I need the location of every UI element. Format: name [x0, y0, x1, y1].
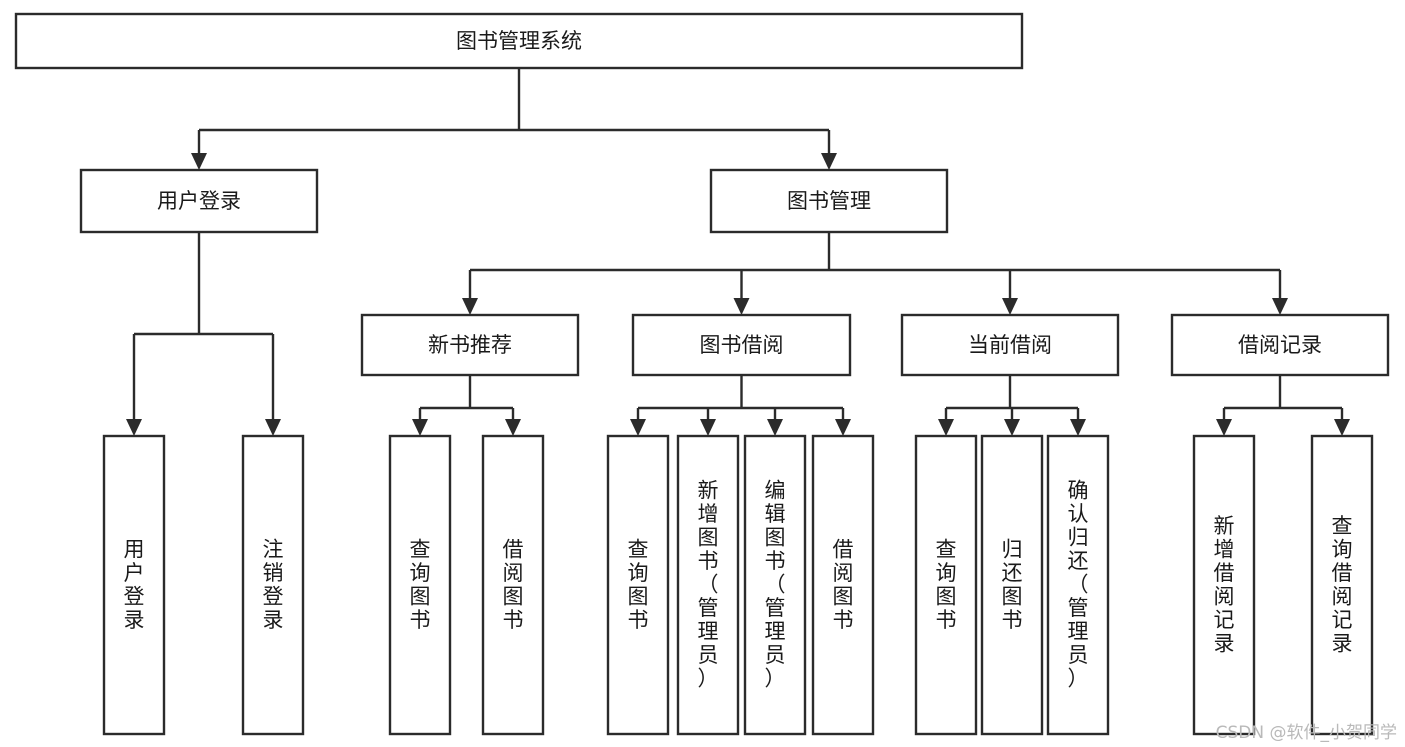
node-box-query-book-recommend [388, 434, 452, 736]
node-label-borrow-book-recommend: 借阅图书 [503, 537, 524, 632]
node-box-book-borrow [631, 313, 852, 377]
node-label-borrow-record: 借阅记录 [1238, 333, 1322, 357]
node-book-borrow[interactable]: 图书借阅 [631, 313, 852, 377]
book-management-branch-1-arrowhead [733, 298, 750, 315]
book-borrow-branch-0-arrowhead [630, 419, 646, 436]
node-label-current-borrow: 当前借阅 [968, 333, 1052, 357]
node-box-borrow-book-recommend [481, 434, 545, 736]
node-box-confirm-return-admin [1046, 434, 1110, 736]
new-book-recommend-branch-1-arrowhead [505, 419, 521, 436]
node-box-borrow-book [811, 434, 875, 736]
node-box-query-borrow-record [1310, 434, 1374, 736]
node-label-user-login-do: 用户登录 [124, 537, 145, 632]
node-box-add-book-admin [676, 434, 740, 736]
node-box-new-book-recommend [360, 313, 580, 377]
node-label-root: 图书管理系统 [456, 29, 582, 53]
node-box-current-borrow [900, 313, 1120, 377]
new-book-recommend-branch-0-arrowhead [412, 419, 428, 436]
node-label-query-borrow-record: 查询借阅记录 [1332, 514, 1353, 656]
node-label-user-logout: 注销登录 [263, 537, 284, 632]
node-query-book-current[interactable]: 查询图书 [914, 434, 978, 736]
current-borrow-branch-0-arrowhead [938, 419, 954, 436]
node-layer: 图书管理系统用户登录用户登录注销登录图书管理新书推荐查询图书借阅图书图书借阅查询… [14, 12, 1390, 736]
node-label-confirm-return-admin: 确认归还（管理员） [1068, 479, 1089, 691]
node-label-add-borrow-record: 新增借阅记录 [1214, 514, 1235, 656]
node-label-add-book-admin: 新增图书（管理员） [698, 479, 719, 691]
node-label-return-book: 归还图书 [1002, 537, 1023, 632]
node-box-user-logout [241, 434, 305, 736]
root-branch-1-arrowhead [821, 153, 837, 170]
node-user-logout[interactable]: 注销登录 [241, 434, 305, 736]
node-return-book[interactable]: 归还图书 [980, 434, 1044, 736]
root-branch-0-arrowhead [191, 153, 207, 170]
node-box-query-book-borrow [606, 434, 670, 736]
node-borrow-book-recommend[interactable]: 借阅图书 [481, 434, 545, 736]
csdn-watermark: CSDN @软件_小贺同学 [1215, 723, 1397, 743]
node-box-user-login [79, 168, 319, 234]
node-label-new-book-recommend: 新书推荐 [428, 333, 512, 357]
node-borrow-book[interactable]: 借阅图书 [811, 434, 875, 736]
node-box-query-book-current [914, 434, 978, 736]
node-box-edit-book-admin [743, 434, 807, 736]
node-query-borrow-record[interactable]: 查询借阅记录 [1310, 434, 1374, 736]
book-borrow-branch-1-arrowhead [700, 419, 716, 436]
node-query-book-recommend[interactable]: 查询图书 [388, 434, 452, 736]
node-add-borrow-record[interactable]: 新增借阅记录 [1192, 434, 1256, 736]
node-edit-book-admin[interactable]: 编辑图书（管理员） [743, 434, 807, 736]
node-query-book-borrow[interactable]: 查询图书 [606, 434, 670, 736]
book-borrow-branch-2-arrowhead [767, 419, 783, 436]
node-borrow-record[interactable]: 借阅记录 [1170, 313, 1390, 377]
node-box-user-login-do [102, 434, 166, 736]
book-management-branch-0-arrowhead [462, 298, 478, 315]
node-user-login[interactable]: 用户登录 [79, 168, 319, 234]
node-add-book-admin[interactable]: 新增图书（管理员） [676, 434, 740, 736]
user-login-branch-1-arrowhead [265, 419, 281, 436]
node-label-book-borrow: 图书借阅 [700, 333, 784, 357]
node-box-add-borrow-record [1192, 434, 1256, 736]
node-label-query-book-recommend: 查询图书 [410, 537, 431, 632]
user-login-branch-0-arrowhead [126, 419, 142, 436]
node-book-management[interactable]: 图书管理 [709, 168, 949, 234]
borrow-record-branch-0-arrowhead [1216, 419, 1232, 436]
node-confirm-return-admin[interactable]: 确认归还（管理员） [1046, 434, 1110, 736]
book-management-branch-3-arrowhead [1272, 298, 1288, 315]
book-management-branch-2-arrowhead [1002, 298, 1018, 315]
current-borrow-branch-2-arrowhead [1070, 419, 1086, 436]
borrow-record-branch-1-arrowhead [1334, 419, 1350, 436]
current-borrow-branch-1-arrowhead [1004, 419, 1020, 436]
edge-layer [126, 68, 1350, 436]
node-box-root [14, 12, 1024, 70]
node-user-login-do[interactable]: 用户登录 [102, 434, 166, 736]
node-label-book-management: 图书管理 [787, 189, 871, 213]
node-current-borrow[interactable]: 当前借阅 [900, 313, 1120, 377]
node-box-book-management [709, 168, 949, 234]
node-label-edit-book-admin: 编辑图书（管理员） [765, 479, 786, 691]
node-label-query-book-current: 查询图书 [936, 537, 957, 632]
node-label-query-book-borrow: 查询图书 [628, 537, 649, 632]
node-label-user-login: 用户登录 [157, 189, 241, 213]
node-box-borrow-record [1170, 313, 1390, 377]
node-label-borrow-book: 借阅图书 [833, 537, 854, 632]
node-new-book-recommend[interactable]: 新书推荐 [360, 313, 580, 377]
node-box-return-book [980, 434, 1044, 736]
node-root[interactable]: 图书管理系统 [14, 12, 1024, 70]
book-borrow-branch-3-arrowhead [835, 419, 851, 436]
